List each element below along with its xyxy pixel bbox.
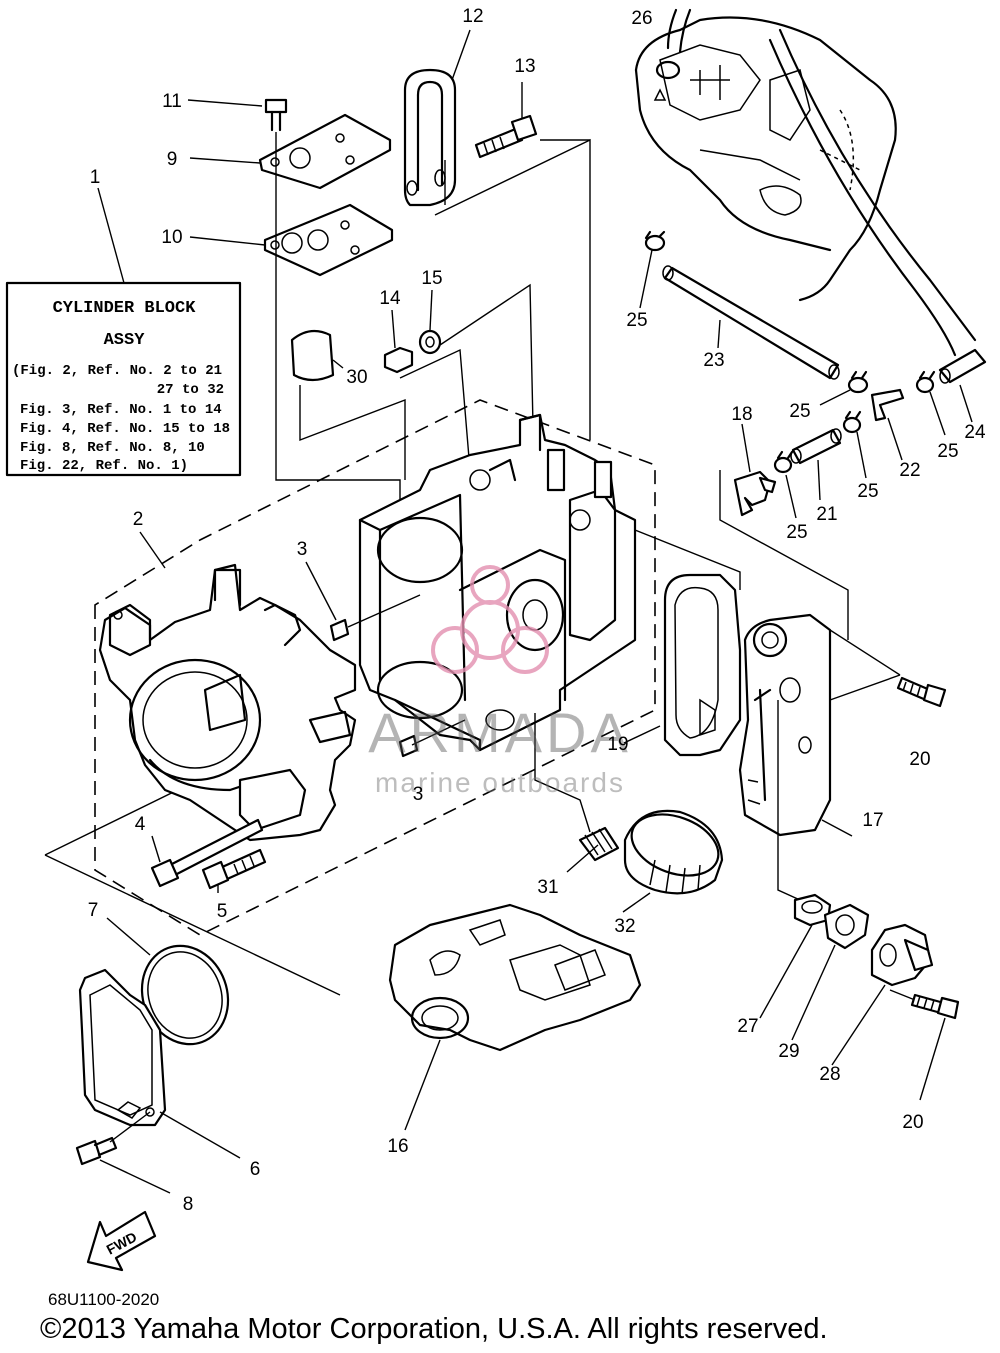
callout-9: 9 <box>167 149 178 170</box>
callout-8: 8 <box>183 1194 194 1215</box>
copyright-text: ©2013 Yamaha Motor Corporation, U.S.A. A… <box>40 1313 828 1345</box>
oil-pan-gasket-part-16 <box>388 903 642 1052</box>
fwd-arrow-icon: FWD <box>86 1210 157 1272</box>
dowel-pin-3a <box>329 618 350 642</box>
diagram-code: 68U1100-2020 <box>48 1290 159 1309</box>
legend-ref-3: Fig. 3, Ref. No. 1 to 14 <box>20 402 222 418</box>
clamp-part-25a <box>644 230 666 252</box>
thermostat-cover-part-28 <box>870 923 934 987</box>
watermark: ARMADA marine outboards <box>368 565 632 798</box>
callout-13: 13 <box>514 56 535 77</box>
legend-ref-5: Fig. 8, Ref. No. 8, 10 <box>20 440 205 456</box>
callout-28: 28 <box>819 1064 840 1085</box>
callout-labels: 1 2 3 3 4 5 6 7 8 9 10 11 12 13 14 15 16… <box>88 6 986 1215</box>
hose-part-21 <box>790 428 842 465</box>
callout-3a: 3 <box>297 539 308 560</box>
callout-26: 26 <box>631 8 652 29</box>
assembly-outline <box>94 399 656 936</box>
callout-5: 5 <box>217 901 228 922</box>
callout-21: 21 <box>816 504 837 525</box>
callout-15: 15 <box>421 268 442 289</box>
callout-25a: 25 <box>626 310 647 331</box>
legend-subtitle: ASSY <box>104 331 146 350</box>
callout-6: 6 <box>250 1159 261 1180</box>
hose-part-23 <box>662 265 840 380</box>
legend-ref-1: (Fig. 2, Ref. No. 2 to 21 <box>12 363 222 379</box>
callout-16: 16 <box>387 1136 408 1157</box>
clamp-part-25b <box>847 370 869 394</box>
callout-10: 10 <box>161 227 182 248</box>
fitting-part-18 <box>733 470 777 517</box>
hose-part <box>666 8 678 50</box>
bolt-part-4 <box>150 818 264 888</box>
callout-3b: 3 <box>413 784 424 805</box>
bolt-part-5 <box>201 848 267 890</box>
callout-19: 19 <box>607 734 628 755</box>
callout-1: 1 <box>90 167 101 188</box>
legend-ref-4: Fig. 4, Ref. No. 15 to 18 <box>20 421 230 437</box>
callout-11: 11 <box>162 91 182 112</box>
cover-part-6 <box>78 968 167 1127</box>
callout-27: 27 <box>737 1016 758 1037</box>
plug-part-14 <box>383 346 414 374</box>
callout-4: 4 <box>135 814 146 835</box>
dowel-pin-3b <box>398 734 419 758</box>
callout-12: 12 <box>462 6 483 27</box>
plate-part-9 <box>258 113 392 190</box>
clamp-part-25c <box>915 370 936 394</box>
bolt-part-20b <box>910 993 960 1020</box>
gasket-part-29 <box>823 903 870 950</box>
upper-casing-part <box>634 16 897 302</box>
bracket-part-12 <box>403 68 457 207</box>
callout-30: 30 <box>346 367 367 388</box>
legend-title: CYLINDER BLOCK <box>53 299 197 318</box>
hose-clamp-26 <box>655 60 681 80</box>
callout-23: 23 <box>703 350 724 371</box>
crankcase-part-2 <box>98 563 357 842</box>
callout-29: 29 <box>778 1041 799 1062</box>
bolt-part-13 <box>474 114 538 159</box>
watermark-logo-icon <box>431 565 549 674</box>
exhaust-cover-part-17 <box>738 613 832 837</box>
callout-22: 22 <box>899 460 920 481</box>
hose-part-24 <box>938 348 987 384</box>
oil-filter-part-32 <box>623 809 724 895</box>
screw-part-8 <box>75 1136 118 1166</box>
bolt-part-20a <box>896 676 947 708</box>
clamp-part-25d <box>842 410 862 434</box>
callout-24: 24 <box>964 422 986 443</box>
exhaust-gasket-part-19 <box>663 573 742 757</box>
callout-17: 17 <box>862 810 883 831</box>
callout-25c: 25 <box>937 441 958 462</box>
callout-20a: 20 <box>909 749 930 770</box>
callout-20b: 20 <box>902 1112 923 1133</box>
screw-part-11 <box>264 98 288 132</box>
callout-31: 31 <box>537 877 558 898</box>
callout-2: 2 <box>133 509 144 530</box>
fitting-part-22 <box>870 388 905 422</box>
callout-25d: 25 <box>857 481 878 502</box>
cylinder-block-part <box>358 413 637 752</box>
gasket-part-10 <box>263 203 394 277</box>
watermark-brand: ARMADA <box>368 701 632 764</box>
callout-25e: 25 <box>786 522 807 543</box>
callout-14: 14 <box>379 288 401 309</box>
clamp-part-25e <box>773 450 794 474</box>
callout-7: 7 <box>88 900 99 921</box>
callout-18: 18 <box>731 404 752 425</box>
cylinder-block-legend-box: CYLINDER BLOCK ASSY (Fig. 2, Ref. No. 2 … <box>5 281 242 477</box>
legend-ref-2: 27 to 32 <box>157 382 224 398</box>
watermark-tagline: marine outboards <box>375 767 625 798</box>
liner-part-30 <box>290 329 335 382</box>
callout-32: 32 <box>614 916 635 937</box>
washer-part-15 <box>418 329 442 355</box>
legend-ref-6: Fig. 22, Ref. No. 1) <box>20 458 188 474</box>
callout-25b: 25 <box>789 401 810 422</box>
